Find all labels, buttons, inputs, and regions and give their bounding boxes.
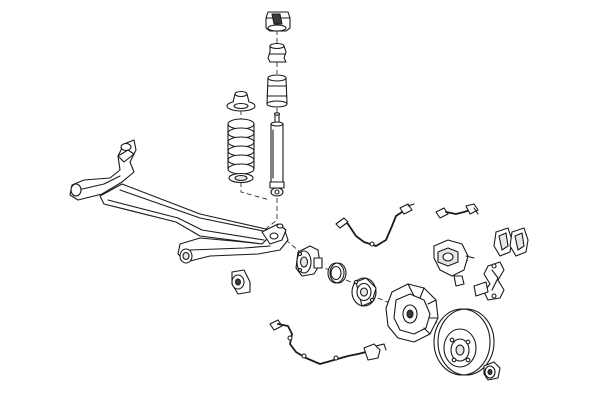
spring-lower-seat (228, 172, 254, 184)
brake-hose (435, 203, 479, 219)
abs-sensor-cable-lower (269, 319, 387, 365)
brake-pads (493, 227, 529, 257)
top-mount (265, 11, 291, 32)
brake-backing-plate (385, 283, 439, 343)
caliper-bracket (473, 261, 505, 301)
bump-stop (267, 42, 287, 63)
spring-upper-seat (226, 90, 256, 112)
brake-disc (433, 308, 495, 376)
stub-axle (295, 245, 323, 277)
dust-boot (266, 74, 288, 108)
wheel-bearing-ring (327, 262, 347, 284)
brake-caliper (433, 239, 475, 287)
axle-bushing (231, 269, 251, 295)
coil-spring (227, 118, 255, 175)
abs-sensor-cable-upper (335, 203, 415, 247)
wheel-nut (483, 361, 501, 381)
wheel-hub (351, 277, 377, 307)
axle-beam (69, 139, 289, 264)
shock-absorber (269, 112, 285, 197)
